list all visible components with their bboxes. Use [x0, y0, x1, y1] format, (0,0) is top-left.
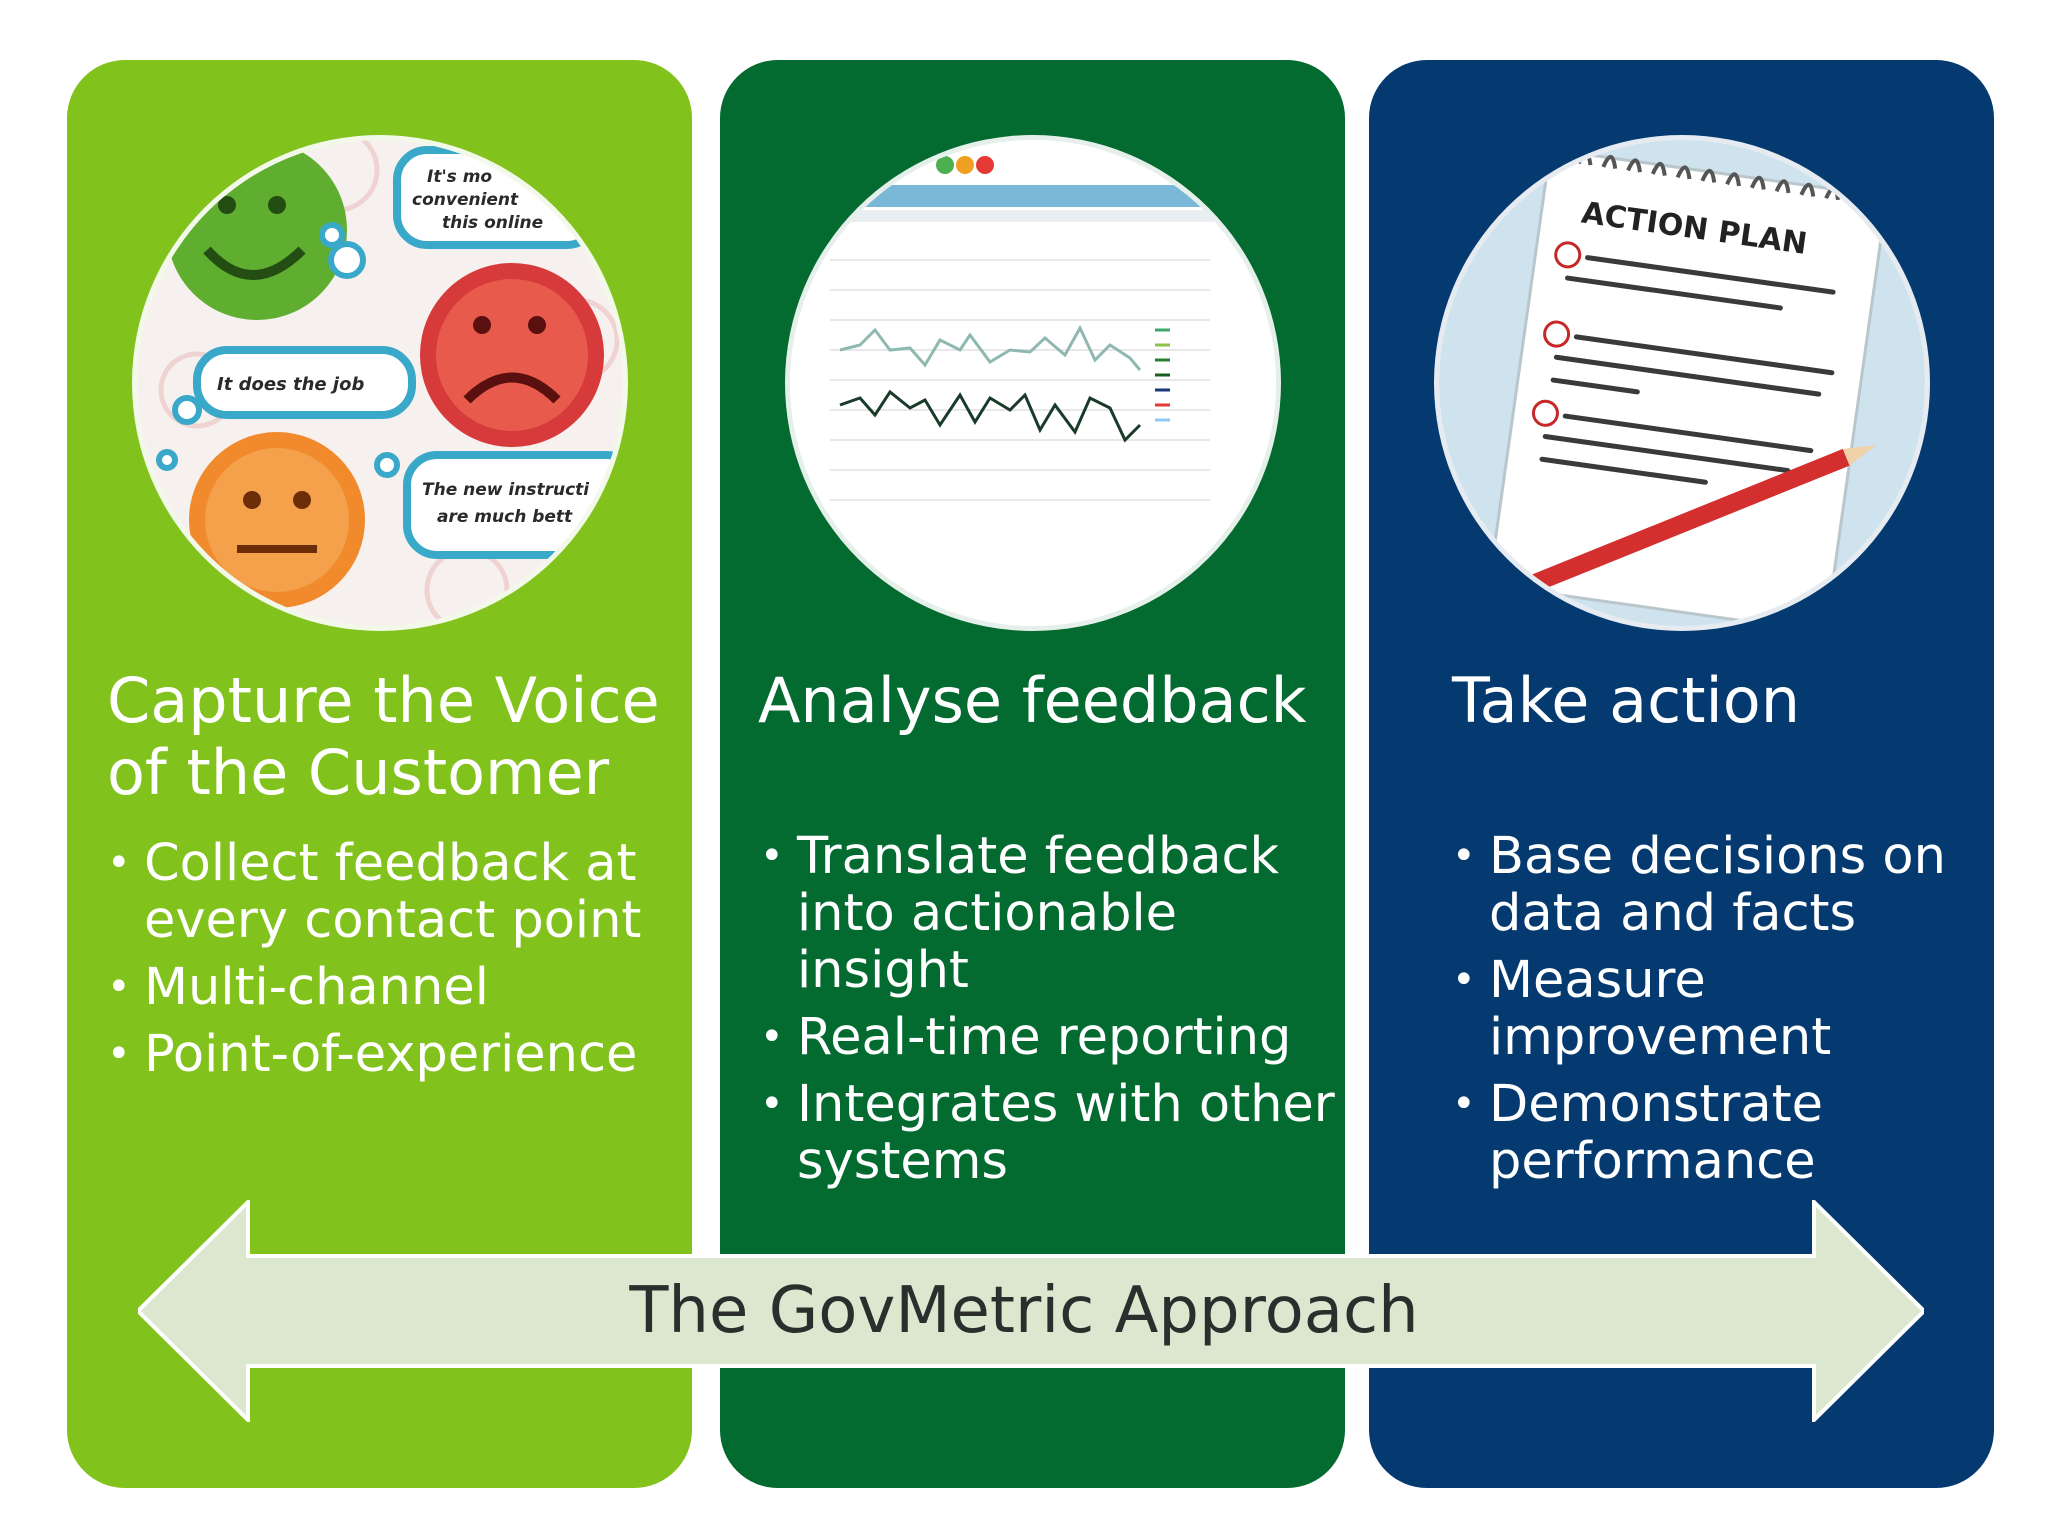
panel-title: Analyse feedback [758, 664, 1307, 737]
panel-title: Capture the Voice of the Customer [107, 664, 660, 809]
bullet-item: Translate feedback into actionable insig… [760, 828, 1335, 999]
svg-text:are much bett: are much bett [437, 507, 573, 527]
analyse-panel: Analyse feedback Translate feedback into… [720, 60, 1345, 1488]
bullet-item: Real-time reporting [760, 1009, 1335, 1066]
svg-text:It does the job: It does the job [217, 374, 364, 395]
feedback-faces-image: It's mo convenient this online It does t… [136, 140, 623, 626]
bullet-item: Base decisions on data and facts [1452, 828, 1984, 942]
bullet-item: Point-of-experience [107, 1026, 682, 1083]
svg-text:The new instructi: The new instructi [422, 480, 590, 500]
bullet-item: Demonstrate performance [1452, 1076, 1984, 1190]
svg-text:convenient: convenient [412, 190, 519, 210]
bullet-item: Measure improvement [1452, 952, 1984, 1066]
svg-text:It's mo: It's mo [427, 167, 492, 187]
svg-text:this online: this online [442, 213, 543, 233]
capture-panel: It's mo convenient this online It does t… [67, 60, 692, 1488]
bullet-item: Collect feedback at every contact point [107, 835, 682, 949]
action-plan-notepad-image: ACTION PLAN [1438, 140, 1925, 626]
satisfaction-chart-image [789, 140, 1276, 626]
take-action-panel: ACTION PLAN Take action Base decisions o… [1369, 60, 1994, 1488]
bullet-list: Base decisions on data and facts Measure… [1452, 828, 1984, 1200]
double-arrow-icon [138, 1200, 1924, 1422]
bullet-item: Integrates with other systems [760, 1076, 1335, 1190]
bullet-list: Collect feedback at every contact point … [107, 835, 682, 1093]
panel-title: Take action [1452, 664, 1800, 737]
bullet-list: Translate feedback into actionable insig… [760, 828, 1335, 1200]
bullet-item: Multi-channel [107, 959, 682, 1016]
approach-label: The GovMetric Approach [629, 1274, 1419, 1348]
